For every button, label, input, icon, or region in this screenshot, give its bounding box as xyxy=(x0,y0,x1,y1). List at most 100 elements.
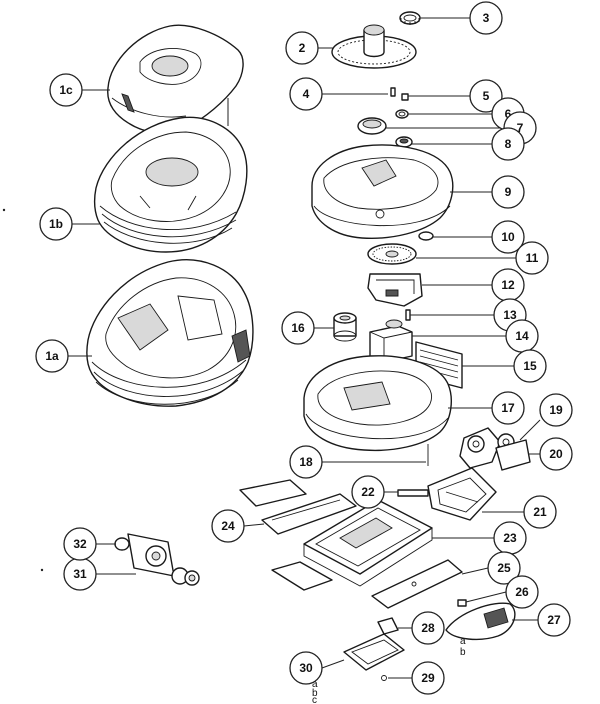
callout-4: 4 xyxy=(289,77,323,111)
sublabel-27a: a xyxy=(460,636,466,647)
svg-text:11: 11 xyxy=(526,251,539,265)
part-cap xyxy=(395,136,413,148)
svg-text:31: 31 xyxy=(73,567,87,581)
callout-26: 26 xyxy=(505,575,539,609)
callout-25: 25 xyxy=(487,551,521,585)
callout-30: 30 xyxy=(289,651,323,685)
svg-text:14: 14 xyxy=(515,329,529,343)
callout-24: 24 xyxy=(211,509,245,543)
part-bushing xyxy=(395,109,409,119)
callout-12: 12 xyxy=(491,268,525,302)
svg-text:17: 17 xyxy=(501,401,515,415)
part-flap xyxy=(271,561,333,591)
callout-20: 20 xyxy=(539,437,573,471)
callout-27: 27 xyxy=(537,603,571,637)
callout-28: 28 xyxy=(411,611,445,645)
part-flow-base xyxy=(343,633,405,681)
svg-text:22: 22 xyxy=(361,485,375,499)
part-nozzle xyxy=(445,602,516,641)
sublabel-30b: b xyxy=(312,688,318,699)
callout-22: 22 xyxy=(351,475,385,509)
svg-text:18: 18 xyxy=(299,455,313,469)
part-side-skirt xyxy=(239,479,357,535)
part-axle xyxy=(397,489,429,497)
callout-9: 9 xyxy=(491,175,525,209)
part-top-hood xyxy=(107,24,244,134)
part-lower-side-piece xyxy=(371,559,463,609)
callout-14: 14 xyxy=(505,319,539,353)
part-turbine-wheel xyxy=(367,243,417,265)
svg-text:20: 20 xyxy=(549,447,563,461)
sublabel-27b: b xyxy=(460,647,466,658)
svg-text:3: 3 xyxy=(483,11,490,25)
callout-15: 15 xyxy=(513,349,547,383)
part-wheel-cluster xyxy=(459,427,531,471)
part-knob xyxy=(418,231,434,241)
part-screw xyxy=(405,309,411,321)
callout-31: 31 xyxy=(63,557,97,591)
part-chassis xyxy=(303,499,433,587)
part-base-housing xyxy=(86,259,254,407)
callout-11: 11 xyxy=(515,241,549,275)
svg-text:1a: 1a xyxy=(45,349,59,363)
svg-text:25: 25 xyxy=(497,561,511,575)
svg-text:9: 9 xyxy=(505,185,512,199)
part-small-gear xyxy=(399,11,421,25)
svg-text:12: 12 xyxy=(501,278,515,292)
callout-1c: 1c xyxy=(49,73,83,107)
callout-10: 10 xyxy=(491,220,525,254)
svg-text:32: 32 xyxy=(73,537,87,551)
svg-text:15: 15 xyxy=(523,359,537,373)
part-swivel xyxy=(114,533,200,586)
callout-23: 23 xyxy=(493,521,527,555)
part-turbine-housing xyxy=(367,273,423,307)
callout-1a: 1a xyxy=(35,339,69,373)
part-clip xyxy=(377,617,399,635)
svg-text:1c: 1c xyxy=(59,83,73,97)
callout-3: 3 xyxy=(469,1,503,35)
part-pin xyxy=(390,87,396,97)
part-ring xyxy=(357,117,387,135)
callout-16: 16 xyxy=(281,311,315,345)
part-gearbox xyxy=(369,319,413,363)
part-middle-cover xyxy=(93,116,248,253)
part-float xyxy=(333,312,357,342)
sublabel-30a: a xyxy=(312,679,318,690)
svg-text:27: 27 xyxy=(547,613,561,627)
callout-1b: 1b xyxy=(39,207,73,241)
callout-21: 21 xyxy=(523,495,557,529)
svg-text:26: 26 xyxy=(515,585,529,599)
svg-text:5: 5 xyxy=(483,89,490,103)
svg-text:19: 19 xyxy=(549,403,563,417)
part-upper-housing xyxy=(311,144,454,240)
callout-17: 17 xyxy=(491,391,525,425)
callout-2: 2 xyxy=(285,31,319,65)
svg-text:13: 13 xyxy=(503,308,517,322)
callout-19: 19 xyxy=(539,393,573,427)
svg-text:1b: 1b xyxy=(49,217,63,231)
callout-18: 18 xyxy=(289,445,323,479)
svg-text:4: 4 xyxy=(303,87,310,101)
svg-text:30: 30 xyxy=(299,661,313,675)
svg-text:7: 7 xyxy=(517,121,524,135)
callout-8: 8 xyxy=(491,127,525,161)
svg-text:24: 24 xyxy=(221,519,235,533)
part-set-screw xyxy=(457,599,467,607)
svg-text:29: 29 xyxy=(421,671,435,685)
svg-text:8: 8 xyxy=(505,137,512,151)
part-frame xyxy=(427,467,497,521)
callout-29: 29 xyxy=(411,661,445,695)
callout-5: 5 xyxy=(469,79,503,113)
svg-text:23: 23 xyxy=(503,531,517,545)
svg-text:10: 10 xyxy=(501,230,515,244)
part-drive-gear xyxy=(331,24,417,69)
callout-32: 32 xyxy=(63,527,97,561)
svg-text:21: 21 xyxy=(533,505,547,519)
svg-text:16: 16 xyxy=(291,321,305,335)
part-lower-housing xyxy=(303,355,452,452)
svg-text:2: 2 xyxy=(299,41,306,55)
part-screw-small xyxy=(401,93,409,101)
sublabel-30c: c xyxy=(312,695,317,704)
svg-text:6: 6 xyxy=(505,107,512,121)
